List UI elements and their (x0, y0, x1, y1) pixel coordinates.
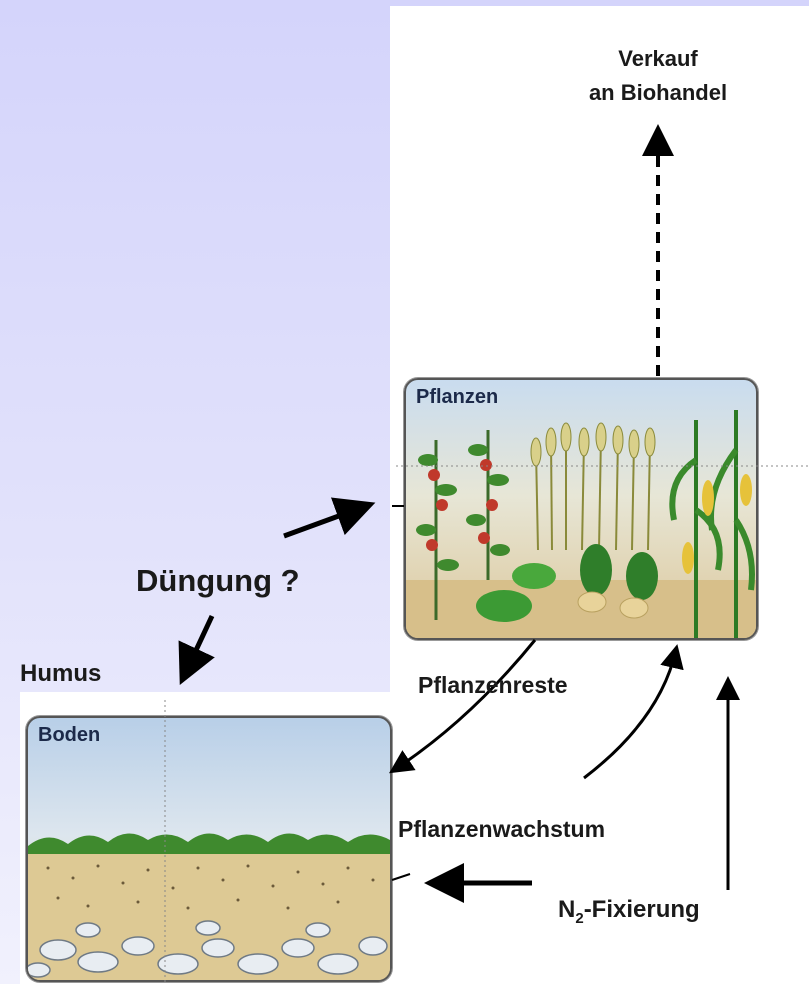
verkauf-label-line2: an Biohandel (578, 80, 738, 106)
pflanzenwachstum-arrow (584, 650, 676, 778)
verkauf-label-line1: Verkauf (598, 46, 718, 72)
pflanzenreste-arrow (394, 640, 535, 770)
n2-subscript: 2 (575, 910, 583, 927)
n2-symbol: N (558, 896, 575, 923)
fixierung-text: -Fixierung (584, 896, 700, 923)
humus-label: Humus (20, 660, 101, 688)
duengung-label: Düngung ? (136, 563, 300, 599)
duengung-arrow-down (184, 616, 212, 676)
pflanzenwachstum-label: Pflanzenwachstum (398, 816, 605, 843)
pflanzenreste-label: Pflanzenreste (418, 672, 568, 699)
duengung-arrow-up (284, 506, 366, 536)
n2-fixierung-label: N2-Fixierung (558, 896, 700, 927)
